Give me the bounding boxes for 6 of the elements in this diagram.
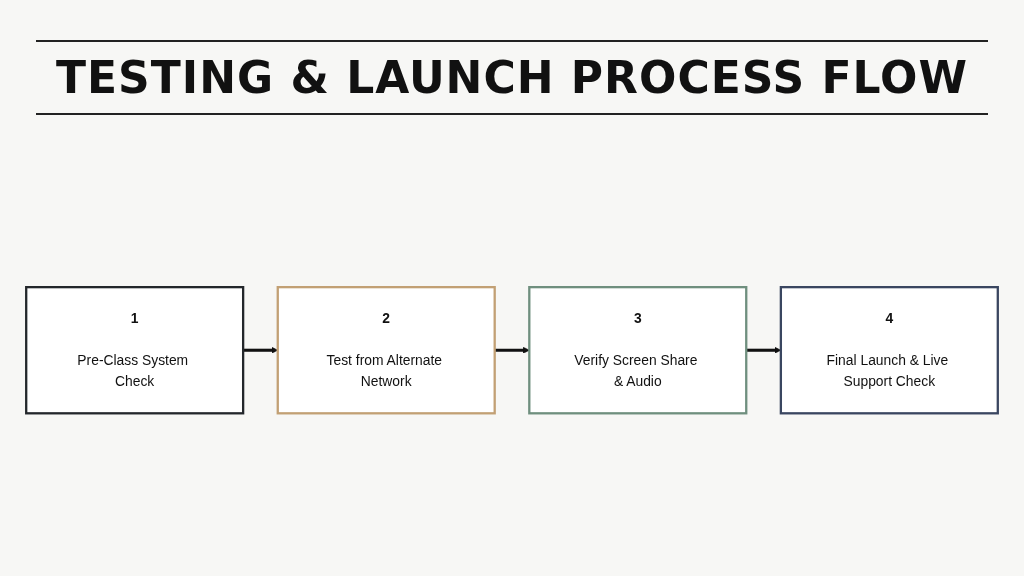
node-box: 1 Pre-Class System Check — [25, 285, 245, 415]
node-box: 3 Verify Screen Share & Audio — [528, 285, 748, 415]
arrow — [494, 346, 530, 354]
node-box: 4 Final Launch & Live Support Check — [779, 285, 999, 415]
node-box: 2 Test from Alternate Network — [276, 285, 496, 415]
title: TESTING & LAUNCH PROCESS FLOW — [36, 40, 988, 115]
